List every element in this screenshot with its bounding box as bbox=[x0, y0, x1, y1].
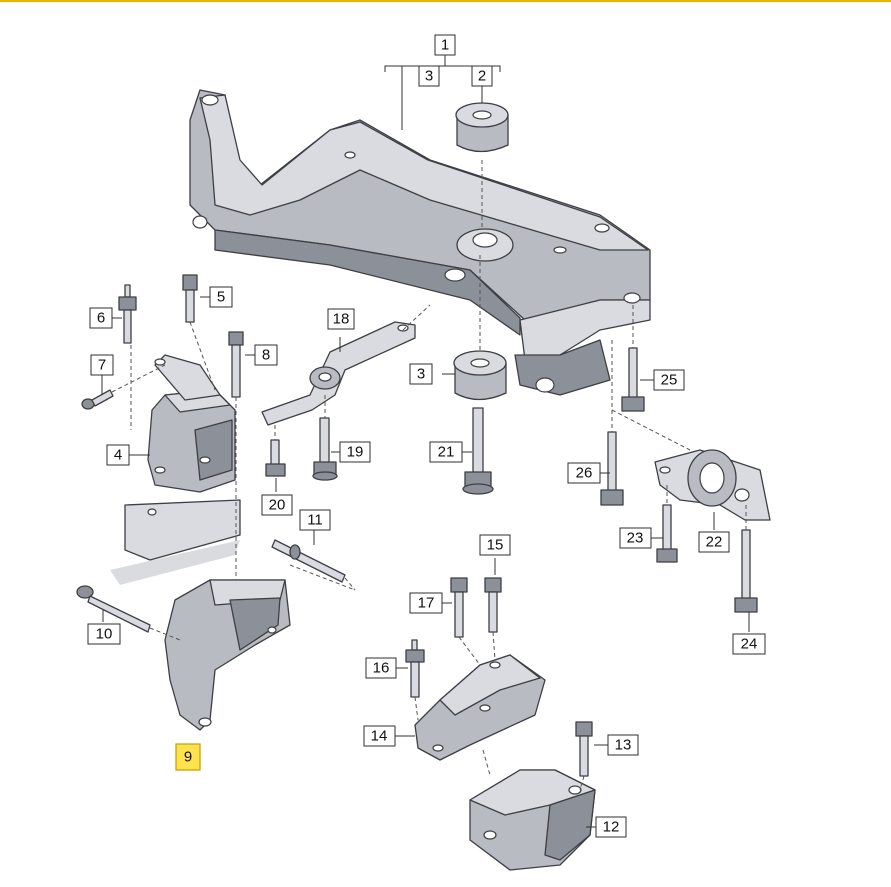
callout-19: 19 bbox=[339, 441, 371, 463]
svg-text:13: 13 bbox=[615, 737, 632, 754]
gearbox-mount-12 bbox=[469, 769, 596, 871]
bolt-15 bbox=[484, 577, 502, 633]
svg-text:19: 19 bbox=[347, 444, 364, 461]
callout-17: 17 bbox=[409, 592, 443, 614]
svg-text:25: 25 bbox=[661, 372, 678, 389]
callout-15: 15 bbox=[479, 534, 511, 556]
gearbox-bracket-9 bbox=[164, 579, 291, 731]
callout-1: 1 bbox=[434, 34, 456, 56]
engine-bracket-plate bbox=[110, 499, 241, 585]
callout-24: 24 bbox=[732, 633, 766, 655]
svg-text:1: 1 bbox=[441, 37, 449, 54]
svg-text:9: 9 bbox=[184, 749, 192, 766]
svg-text:23: 23 bbox=[627, 530, 644, 547]
bolt-7 bbox=[81, 389, 114, 410]
svg-text:18: 18 bbox=[333, 311, 350, 328]
svg-text:8: 8 bbox=[262, 347, 270, 364]
callout-12: 12 bbox=[595, 816, 627, 838]
svg-text:10: 10 bbox=[96, 626, 113, 643]
callout-23: 23 bbox=[619, 527, 652, 549]
bolt-6 bbox=[118, 284, 137, 344]
callout-16: 16 bbox=[365, 657, 397, 679]
control-arm-bracket-22 bbox=[654, 449, 771, 521]
svg-text:3: 3 bbox=[425, 68, 433, 85]
svg-text:16: 16 bbox=[373, 660, 390, 677]
svg-text:3: 3 bbox=[417, 366, 425, 383]
callout-5: 5 bbox=[209, 286, 233, 308]
callout-20: 20 bbox=[261, 494, 293, 516]
bolt-16 bbox=[405, 639, 425, 698]
callout-11: 11 bbox=[299, 509, 331, 531]
callout-2: 2 bbox=[471, 65, 493, 87]
bolt-26 bbox=[600, 431, 624, 506]
svg-text:22: 22 bbox=[706, 534, 723, 551]
callout-21: 21 bbox=[429, 441, 463, 463]
bolt-8 bbox=[228, 331, 244, 398]
callout-3-lower: 3 bbox=[409, 363, 433, 385]
callout-10: 10 bbox=[87, 623, 121, 645]
svg-text:7: 7 bbox=[98, 357, 106, 374]
subframe bbox=[189, 89, 651, 396]
svg-text:20: 20 bbox=[269, 497, 286, 514]
svg-text:12: 12 bbox=[603, 819, 620, 836]
callout-25: 25 bbox=[653, 369, 685, 391]
svg-text:11: 11 bbox=[307, 512, 323, 529]
bolt-10 bbox=[76, 585, 151, 633]
bolt-23 bbox=[656, 504, 678, 563]
bolt-20 bbox=[265, 439, 286, 477]
engine-mount-4 bbox=[147, 354, 236, 493]
subframe-bushing-upper bbox=[455, 102, 509, 153]
subframe-bolt-21 bbox=[462, 407, 494, 495]
callout-18: 18 bbox=[327, 308, 355, 330]
svg-text:24: 24 bbox=[741, 636, 758, 653]
callout-13: 13 bbox=[607, 734, 639, 756]
svg-text:15: 15 bbox=[487, 537, 504, 554]
svg-text:21: 21 bbox=[438, 444, 455, 461]
callout-9-highlighted: 9 bbox=[175, 743, 201, 771]
svg-text:17: 17 bbox=[418, 595, 435, 612]
gearbox-mount-plate-14 bbox=[414, 654, 546, 761]
bolt-25 bbox=[621, 347, 645, 412]
svg-text:14: 14 bbox=[371, 728, 388, 745]
svg-text:6: 6 bbox=[97, 310, 105, 327]
callout-14: 14 bbox=[363, 725, 396, 747]
svg-text:4: 4 bbox=[114, 447, 122, 464]
callout-8: 8 bbox=[254, 344, 278, 366]
bolt-17 bbox=[450, 577, 468, 638]
bolt-13 bbox=[575, 721, 593, 777]
callout-3-top: 3 bbox=[418, 65, 440, 87]
svg-text:26: 26 bbox=[576, 465, 593, 482]
callout-26: 26 bbox=[567, 462, 601, 484]
svg-text:5: 5 bbox=[217, 289, 225, 306]
callout-4: 4 bbox=[106, 444, 130, 466]
stud-11 bbox=[271, 539, 346, 583]
leader-lines bbox=[101, 55, 750, 828]
subframe-bushing-lower bbox=[453, 350, 507, 401]
callout-7: 7 bbox=[90, 354, 114, 376]
top-rule bbox=[0, 0, 891, 2]
bolt-19 bbox=[312, 417, 338, 481]
svg-text:2: 2 bbox=[478, 68, 486, 85]
bolt-5 bbox=[182, 274, 198, 323]
bolt-24 bbox=[734, 529, 758, 613]
callout-6: 6 bbox=[89, 307, 113, 329]
callout-22: 22 bbox=[698, 531, 730, 553]
torque-support bbox=[261, 321, 416, 426]
